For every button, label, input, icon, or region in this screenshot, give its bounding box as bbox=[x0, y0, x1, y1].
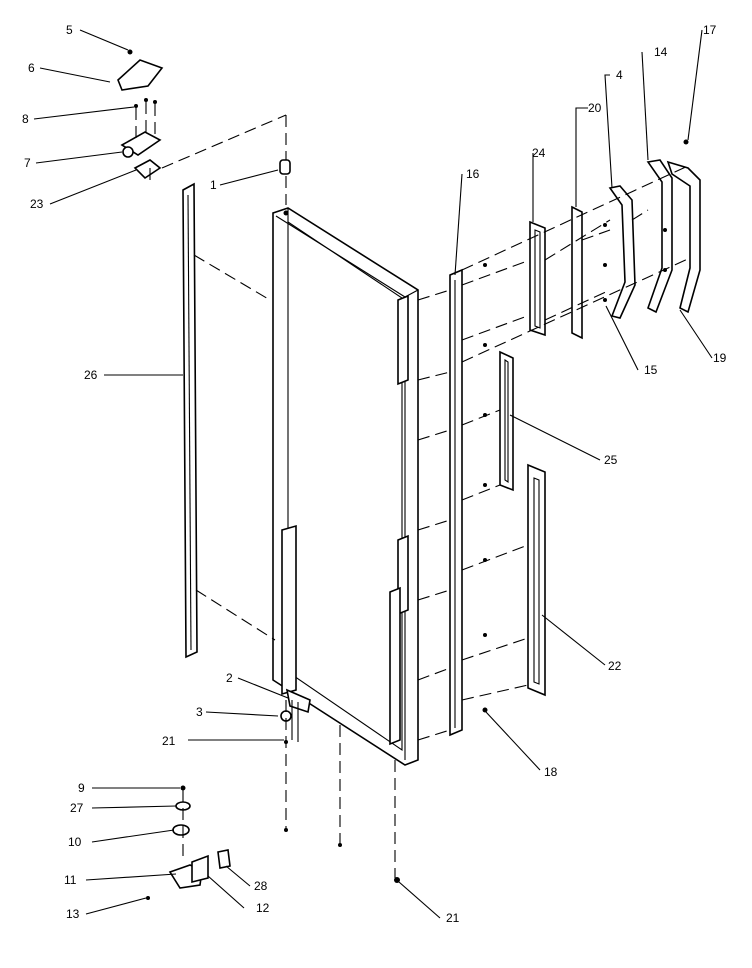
callout-1: 1 bbox=[210, 178, 217, 192]
callout-5: 5 bbox=[66, 23, 73, 37]
bottom-hinge-bracket bbox=[280, 688, 311, 742]
bottom-hinge-assembly bbox=[146, 785, 231, 900]
hinge-bushing-top bbox=[279, 159, 291, 175]
callout-21-top: 21 bbox=[162, 734, 176, 748]
callout-19: 19 bbox=[713, 351, 727, 365]
handle-14 bbox=[646, 159, 673, 314]
door-gasket bbox=[182, 182, 198, 659]
callout-18: 18 bbox=[544, 765, 558, 779]
callout-13: 13 bbox=[66, 907, 80, 921]
callout-10: 10 bbox=[68, 835, 82, 849]
hinge-screws bbox=[134, 98, 157, 140]
handle-19 bbox=[666, 160, 701, 314]
callout-7: 7 bbox=[24, 156, 31, 170]
door-panel bbox=[272, 207, 419, 766]
callout-12: 12 bbox=[256, 901, 270, 915]
top-hinge-cover bbox=[117, 49, 164, 91]
callout-21-bottom: 21 bbox=[446, 911, 460, 925]
callout-15: 15 bbox=[644, 363, 658, 377]
callout-25: 25 bbox=[604, 453, 618, 467]
callout-11: 11 bbox=[64, 873, 77, 887]
shelf-22 bbox=[527, 463, 546, 697]
callout-4: 4 bbox=[616, 68, 623, 82]
shelf-24 bbox=[529, 220, 546, 337]
callout-27: 27 bbox=[70, 801, 84, 815]
hinge-spacer bbox=[133, 159, 162, 180]
callout-3: 3 bbox=[196, 705, 203, 719]
assembly-lines bbox=[149, 114, 691, 878]
shelf-25 bbox=[499, 350, 514, 492]
callout-24: 24 bbox=[532, 146, 546, 160]
callout-14: 14 bbox=[654, 45, 668, 59]
callout-28: 28 bbox=[254, 879, 268, 893]
callout-26: 26 bbox=[84, 368, 98, 382]
shelf-20 bbox=[571, 205, 583, 340]
callout-8: 8 bbox=[22, 112, 29, 126]
callouts: 5 6 8 7 23 1 26 16 24 20 4 14 17 15 19 2… bbox=[22, 23, 727, 925]
callout-2: 2 bbox=[226, 671, 233, 685]
screws bbox=[284, 139, 689, 883]
callout-20: 20 bbox=[588, 101, 602, 115]
door-liner bbox=[449, 268, 463, 737]
callout-17: 17 bbox=[703, 23, 717, 37]
callout-23: 23 bbox=[30, 197, 44, 211]
callout-9: 9 bbox=[78, 781, 85, 795]
leader-lines bbox=[33, 29, 713, 919]
callout-6: 6 bbox=[28, 61, 35, 75]
handle-4 bbox=[608, 185, 636, 319]
callout-22: 22 bbox=[608, 659, 622, 673]
callout-16: 16 bbox=[466, 167, 480, 181]
top-hinge bbox=[120, 131, 162, 158]
